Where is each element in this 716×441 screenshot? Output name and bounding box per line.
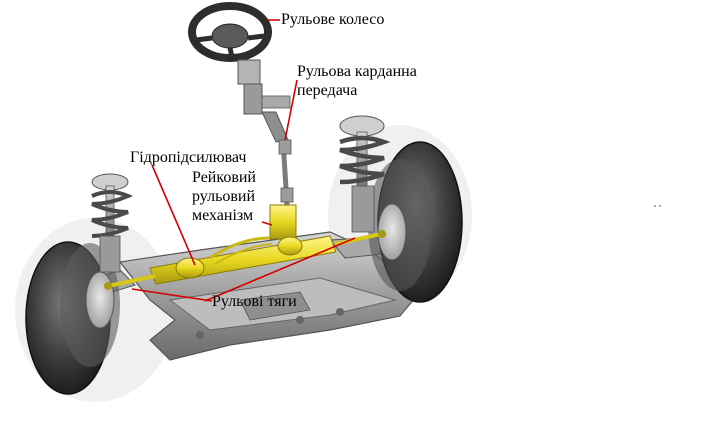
left-strut [91,173,133,273]
left-tire [25,241,120,395]
leader-lines [131,19,356,302]
steering-rack [149,204,337,285]
speck [654,205,656,207]
right-tire [368,141,463,303]
label-power-steering: Гідропідсилювач [130,149,247,166]
label-cardan-line1: Рульова карданна [297,63,417,80]
speck [659,205,661,207]
leader-tie-rod-right [204,237,356,302]
label-tie-rods: Рульові тяги [212,293,297,310]
label-cardan-shaft: Рульова карданна передача [297,62,417,100]
label-rack-line1: Рейковий [192,169,256,186]
label-steering-rack: Рейковий рульовий механізм [192,168,256,225]
label-rack-line3: механізм [192,207,254,224]
leader-cardan [284,79,298,141]
leader-rack [261,221,273,226]
label-cardan-line2: передача [297,82,358,99]
steering-wheel [188,2,272,62]
label-rack-line2: рульовий [192,188,256,205]
right-strut [339,115,391,233]
cardan-shaft [278,139,294,206]
leader-power-steering [151,164,196,266]
steering-column [237,59,291,143]
label-steering-wheel: Рульове колесо [281,11,385,28]
leader-tie-rod-left [131,288,213,302]
